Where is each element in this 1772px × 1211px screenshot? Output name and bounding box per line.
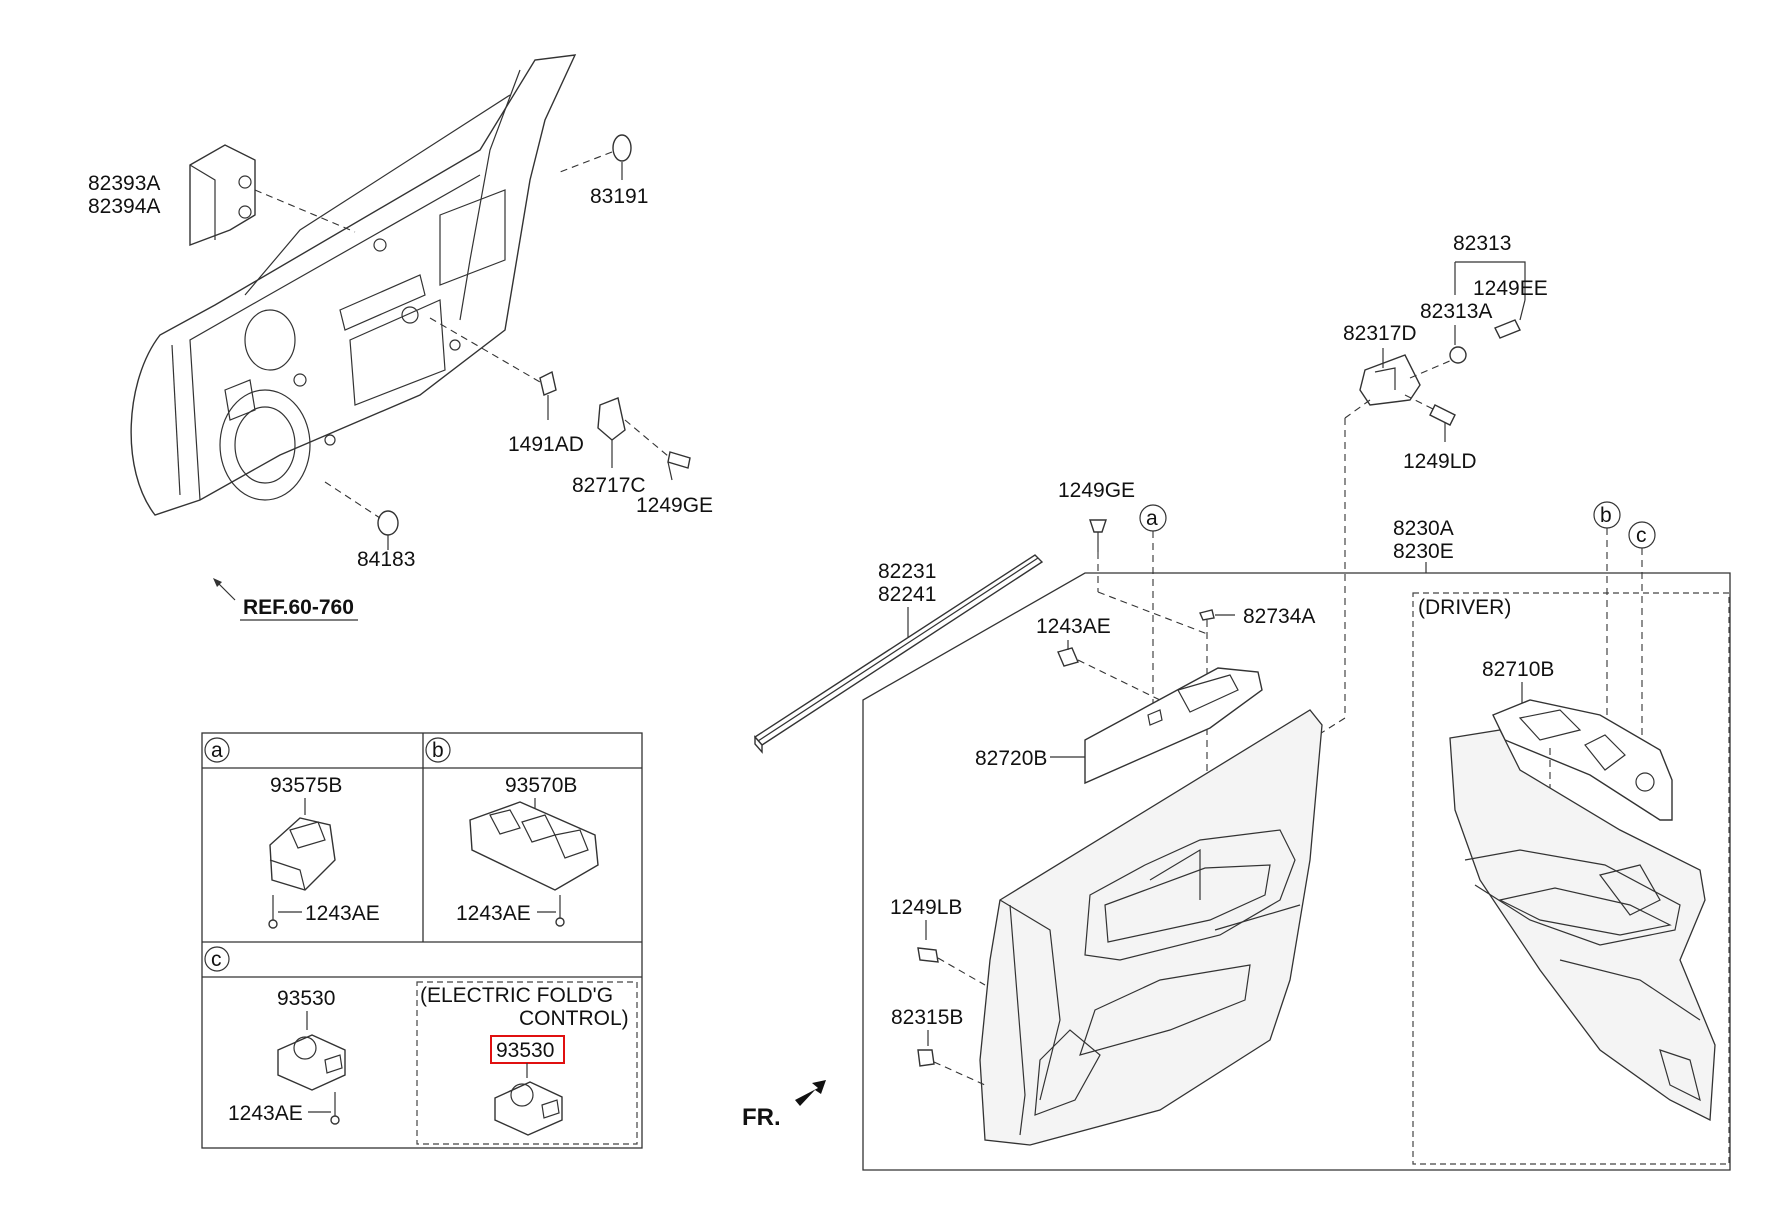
- label-1243ae-a: 1243AE: [1036, 615, 1111, 638]
- label-8230a: 8230A: [1393, 517, 1454, 540]
- label-83191: 83191: [590, 185, 648, 208]
- switch-detail-table: [201, 732, 643, 1149]
- front-arrow-icon: [795, 1080, 826, 1106]
- label-82317d: 82317D: [1343, 322, 1417, 345]
- driver-switch-bezel-82710b: [1492, 699, 1673, 915]
- label-93530-electric-folding: 93530: [496, 1039, 554, 1062]
- label-82393a: 82393A: [88, 172, 160, 195]
- screw-1249ge-icon: [667, 451, 691, 469]
- callout-b-letter: b: [1600, 504, 1612, 527]
- table-b-letter: b: [432, 739, 444, 762]
- driver-label: (DRIVER): [1418, 596, 1511, 619]
- ref-60-760-link: REF.60-760: [243, 596, 354, 619]
- screw-1243ae-b-icon: [555, 917, 565, 927]
- table-label-1243ae-a: 1243AE: [305, 902, 380, 925]
- screw-1249lb-icon: [917, 947, 939, 963]
- label-1249lb: 1249LB: [890, 896, 962, 919]
- callout-c-letter: c: [1636, 524, 1647, 547]
- switch-bezel-82720b: [1084, 667, 1263, 785]
- bracket-82717c-icon: [597, 397, 626, 441]
- screw-1243ae-icon: [1057, 647, 1079, 667]
- door-trim-assembly-frame: [862, 572, 1731, 1171]
- window-switch-93575b: [269, 817, 336, 891]
- label-82241: 82241: [878, 583, 936, 606]
- label-93530: 93530: [277, 987, 335, 1010]
- plug-84183-icon: [377, 510, 399, 536]
- clip-1491ad-icon: [539, 370, 557, 396]
- label-1249ge-b: 1249GE: [1058, 479, 1135, 502]
- power-window-master-switch-93570b: [469, 801, 599, 891]
- label-93570b: 93570B: [505, 774, 577, 797]
- label-82394a: 82394A: [88, 195, 160, 218]
- table-callout-b: [425, 737, 451, 763]
- label-1249ge-a: 1249GE: [636, 494, 713, 517]
- label-82313: 82313: [1453, 232, 1511, 255]
- front-direction-label: FR.: [742, 1104, 781, 1131]
- driver-door-trim-panel: [1449, 729, 1716, 1122]
- nut-82313a-icon: [1449, 346, 1467, 364]
- electric-folding-label-line1: (ELECTRIC FOLD'G: [420, 984, 613, 1007]
- label-82231: 82231: [878, 560, 936, 583]
- label-1249ld: 1249LD: [1403, 450, 1477, 473]
- label-82313a: 82313A: [1420, 300, 1492, 323]
- callout-a-letter: a: [1146, 507, 1158, 530]
- label-8230e: 8230E: [1393, 540, 1454, 563]
- screw-1243ae-c-icon: [330, 1115, 340, 1125]
- label-1491ad: 1491AD: [508, 433, 584, 456]
- table-c-letter: c: [211, 948, 222, 971]
- label-1249ee: 1249EE: [1473, 277, 1548, 300]
- table-label-1243ae-c: 1243AE: [228, 1102, 303, 1125]
- table-label-1243ae-b: 1243AE: [456, 902, 531, 925]
- table-a-letter: a: [211, 739, 223, 762]
- driver-variant-box: [1412, 592, 1730, 1165]
- screw-1243ae-a-icon: [268, 919, 278, 929]
- weatherstrip-82231: [753, 554, 1044, 754]
- mirror-switch-93530: [277, 1034, 346, 1091]
- label-82710b: 82710B: [1482, 658, 1554, 681]
- label-82315b: 82315B: [891, 1006, 963, 1029]
- electric-folding-label-line2: CONTROL): [519, 1007, 629, 1030]
- regulator-bracket-82317d: [1359, 354, 1421, 406]
- clip-82315b-icon: [917, 1049, 935, 1067]
- bracket-82393a: [189, 144, 256, 247]
- clip-82734a-icon: [1199, 609, 1215, 621]
- label-82734a: 82734A: [1243, 605, 1315, 628]
- screw-1249ge-b-icon: [1089, 519, 1107, 533]
- door-trim-panel: [979, 709, 1323, 1146]
- table-callout-a: [204, 737, 230, 763]
- table-callout-c: [204, 946, 230, 972]
- grommet-83191-icon: [612, 134, 632, 162]
- screw-1249ld-icon: [1429, 404, 1456, 426]
- label-82720b: 82720B: [975, 747, 1047, 770]
- label-84183: 84183: [357, 548, 415, 571]
- label-82717c: 82717C: [572, 474, 646, 497]
- mirror-switch-electric-folding-93530: [494, 1081, 563, 1136]
- screw-1249ee-icon: [1494, 319, 1521, 339]
- label-93575b: 93575B: [270, 774, 342, 797]
- door-inner-panel: [130, 54, 577, 516]
